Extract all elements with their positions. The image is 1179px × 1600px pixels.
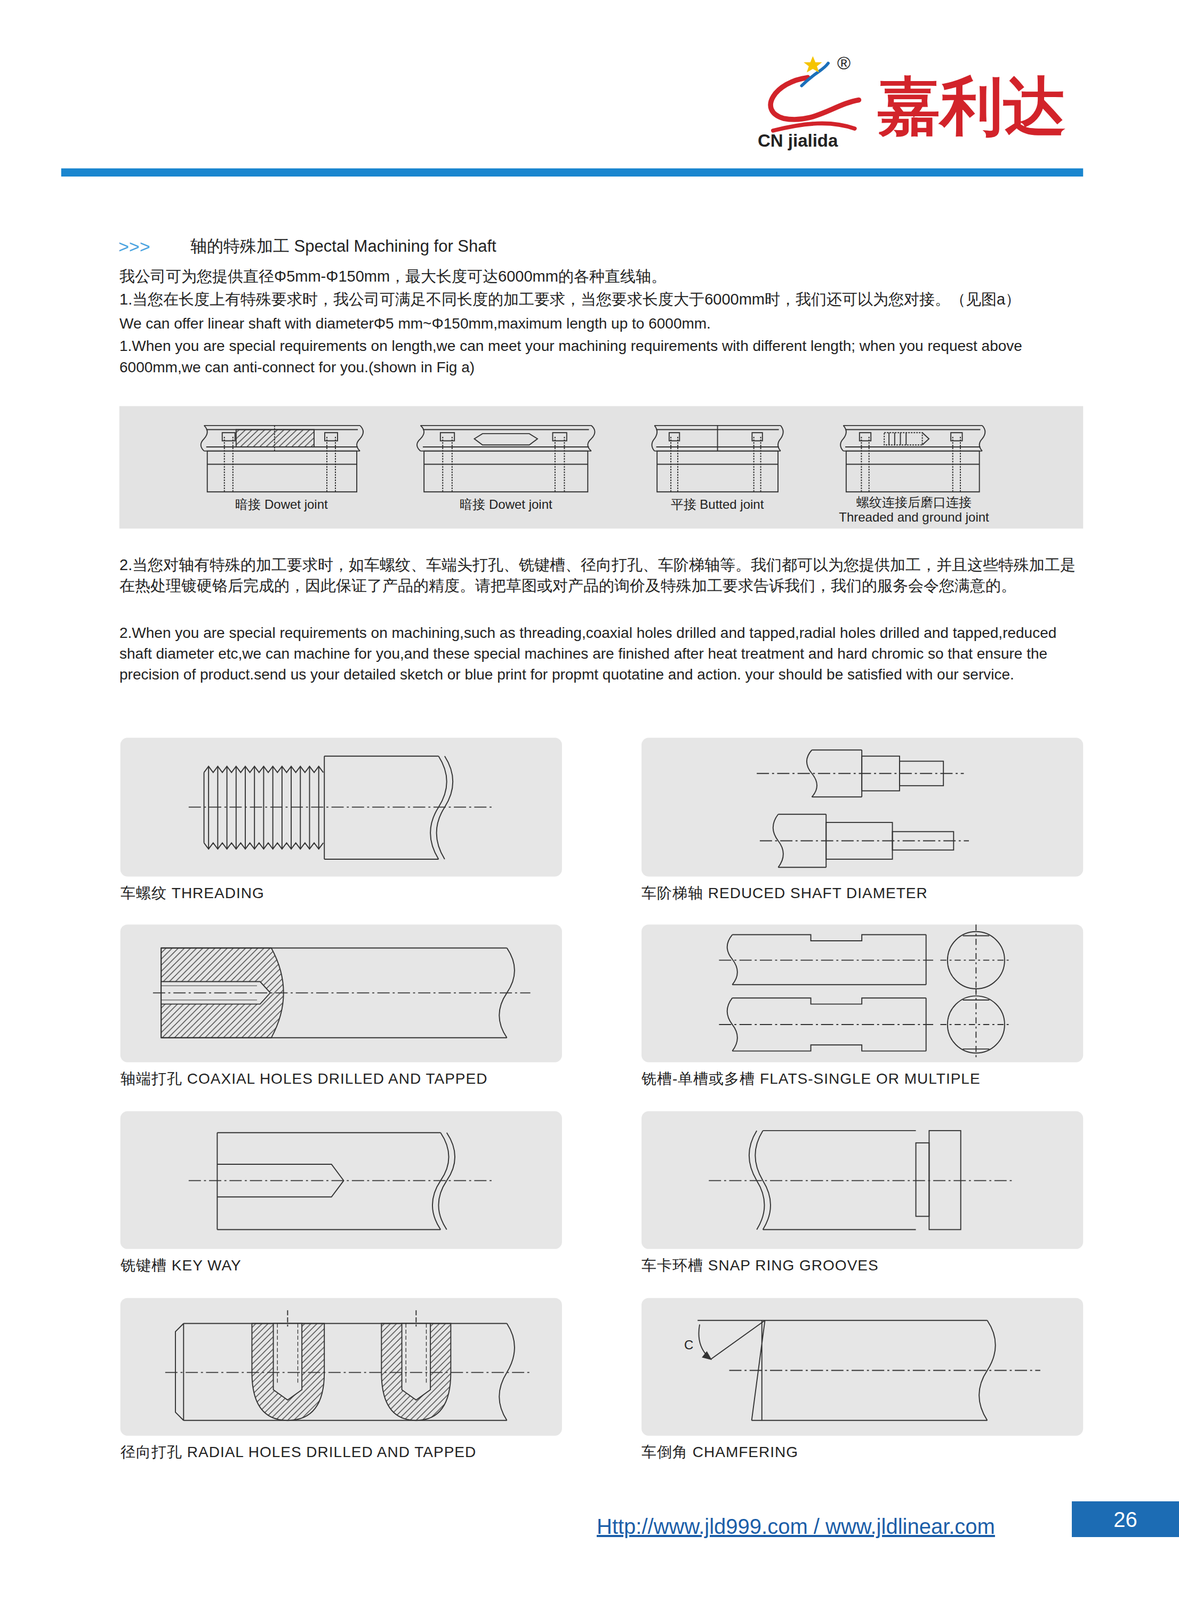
panel-caption: 车卡环槽 SNAP RING GROOVES — [641, 1255, 879, 1275]
section-title: 轴的特殊加工 Spectal Machining for Shaft — [190, 235, 497, 258]
machining-text: 2.当您对轴有特殊的加工要求时，如车螺纹、车端头打孔、铣键槽、径向打孔、车阶梯轴… — [119, 554, 1084, 597]
intro-text: 我公司可为您提供直径Φ5mm-Φ150mm，最大长度可达6000mm的各种直线轴… — [119, 266, 1084, 287]
brand-name: 嘉利达 — [877, 72, 1066, 142]
dowel-joint-drawing — [416, 425, 595, 492]
intro-text: We can offer linear shaft with diameterΦ… — [119, 314, 1084, 334]
chamfer-drawing — [697, 1320, 1041, 1421]
joint-caption: 暗接 Dowet joint — [190, 495, 373, 513]
coaxial-holes-drawing — [153, 947, 531, 1038]
dowel-joint-drawing — [201, 425, 364, 492]
machining-panel: 车倒角 CHAMFERING — [641, 1297, 1084, 1435]
brand-latin: CN jialida — [757, 129, 838, 153]
reduced-shaft-drawing — [756, 749, 969, 868]
machining-panel: 车螺纹 THREADING — [120, 737, 563, 877]
machining-panel: 径向打孔 RADIAL HOLES DRILLED AND TAPPED — [120, 1297, 563, 1435]
panel-caption: 轴端打孔 COAXIAL HOLES DRILLED AND TAPPED — [120, 1069, 488, 1089]
intro-text: 1.When you are special requirements on l… — [119, 335, 1084, 379]
machining-panel: 轴端打孔 COAXIAL HOLES DRILLED AND TAPPED — [120, 924, 563, 1062]
panel-caption: 车倒角 CHAMFERING — [641, 1442, 799, 1462]
header-rule — [61, 168, 1084, 177]
snap-ring-drawing — [708, 1130, 1015, 1230]
section-marker: >>> — [118, 234, 151, 259]
registered-mark: ® — [837, 51, 851, 75]
footer-url: Http://www.jld999.com / www.jldlinear.co… — [596, 1512, 996, 1541]
threading-drawing — [188, 756, 495, 860]
panel-caption: 车螺纹 THREADING — [120, 883, 265, 903]
butted-joint-drawing — [651, 425, 783, 492]
chamfer-callout: C — [684, 1336, 694, 1353]
joint-caption: 平接 Butted joint — [637, 495, 798, 513]
machining-panel: 铣键槽 KEY WAY — [120, 1110, 563, 1249]
joint-band — [119, 405, 1084, 529]
joint-caption: 暗接 Dowet joint — [415, 495, 597, 513]
machining-text: 2.When you are special requirements on m… — [119, 622, 1084, 686]
machining-panel: 车阶梯轴 REDUCED SHAFT DIAMETER — [641, 737, 1084, 877]
machining-panel: 车卡环槽 SNAP RING GROOVES — [641, 1110, 1084, 1249]
page-number-box: 26 — [1071, 1501, 1179, 1537]
panel-caption: 车阶梯轴 REDUCED SHAFT DIAMETER — [641, 883, 928, 903]
joint-caption: 螺纹连接后磨口连接 Threaded and ground joint — [833, 494, 994, 525]
panel-grounds — [120, 737, 1084, 1436]
machining-panel: 铣槽-单槽或多槽 FLATS-SINGLE OR MULTIPLE — [641, 924, 1084, 1062]
intro-text: 1.当您在长度上有特殊要求时，我公司可满足不同长度的加工要求，当您要求长度大于6… — [119, 289, 1084, 310]
page-number: 26 — [1113, 1508, 1138, 1530]
flats-drawing — [718, 924, 1012, 1060]
threaded-joint-drawing — [840, 425, 985, 492]
panel-caption: 径向打孔 RADIAL HOLES DRILLED AND TAPPED — [120, 1442, 477, 1462]
radial-holes-drawing — [165, 1310, 531, 1421]
key-way-drawing — [188, 1132, 495, 1230]
panel-caption: 铣槽-单槽或多槽 FLATS-SINGLE OR MULTIPLE — [641, 1069, 981, 1089]
panel-caption: 铣键槽 KEY WAY — [120, 1255, 242, 1275]
